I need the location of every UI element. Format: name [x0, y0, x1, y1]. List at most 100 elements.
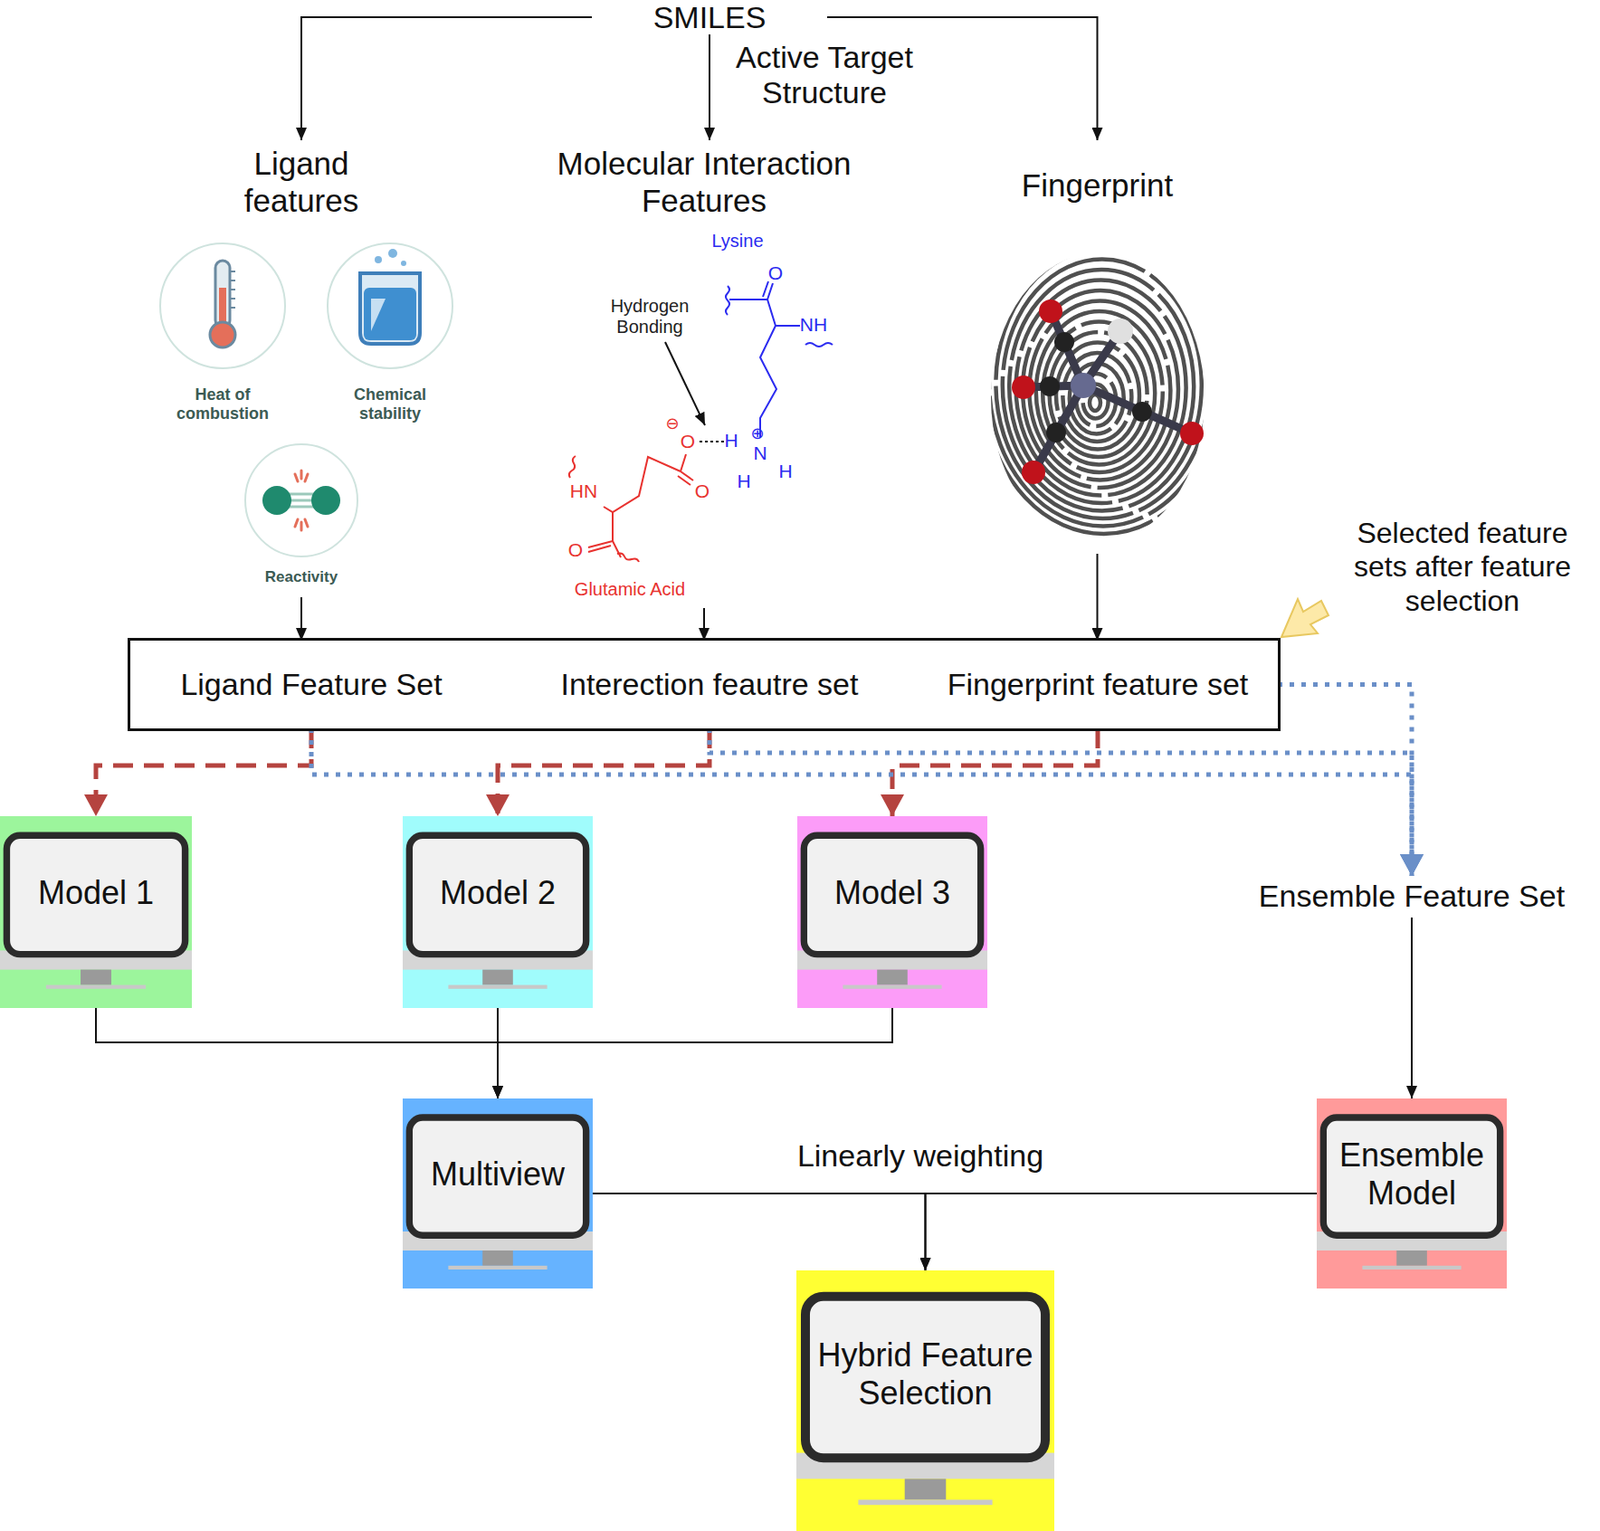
- beaker-icon-part: [388, 248, 398, 258]
- atom-label: O: [676, 430, 699, 453]
- structure-label: Glutamic Acid: [552, 579, 707, 600]
- beaker-icon-part: [360, 273, 420, 344]
- molecule-model-part: [1132, 401, 1153, 422]
- monitor-screen: [1323, 1117, 1500, 1236]
- thermometer-icon-part: [160, 243, 286, 369]
- monitor-stand: [482, 1250, 514, 1267]
- monitor-stand: [482, 970, 514, 986]
- icon-caption: Chemical stability: [331, 385, 449, 423]
- molecule-model-part: [1054, 332, 1075, 353]
- monitor-text-area: Model 3: [810, 838, 975, 947]
- model-box: Model 3: [797, 816, 988, 1009]
- structure-label: Lysine: [692, 230, 783, 252]
- node-text: Interection feautre set: [561, 666, 859, 704]
- atom-label: O: [761, 262, 790, 285]
- thermometer-icon-part: [215, 260, 230, 328]
- monitor-base: [447, 985, 547, 990]
- monitor-screen: [6, 835, 185, 954]
- molecule-model-part: [1011, 375, 1036, 400]
- beaker-icon-part: [371, 298, 386, 332]
- molecule-model-part: [1039, 376, 1060, 397]
- model-box: Hybrid Feature Selection: [796, 1270, 1055, 1531]
- beaker-icon-part: [374, 256, 382, 264]
- glutamic-acid-structure-part: [677, 454, 694, 486]
- monitor-stand: [904, 1478, 947, 1500]
- node-ground: [0, 816, 192, 1009]
- monitor-stand: [1396, 1250, 1428, 1267]
- edge-label: Active Target Structure: [719, 39, 930, 111]
- monitor-icon: [402, 1098, 593, 1289]
- fingerprint-image-part: [1089, 394, 1101, 411]
- node-text: Molecular Interaction Features: [514, 145, 895, 220]
- text-node: Molecular Interaction Features: [514, 140, 895, 609]
- molecule-model-part: [1023, 311, 1192, 473]
- glutamic-acid-structure-part: [603, 457, 681, 513]
- icon-caption: Reactivity: [242, 568, 361, 587]
- glutamic-acid-structure: [569, 454, 694, 562]
- lysine-structure-part: [760, 325, 777, 439]
- node-ground: [402, 1098, 593, 1289]
- lysine-structure-part: [805, 342, 833, 347]
- monitor-screen: [805, 1296, 1046, 1459]
- node-ground: [797, 816, 988, 1009]
- node-text: Model 3: [834, 874, 951, 913]
- connector: [1410, 917, 1413, 1099]
- molecule-model-part: [1046, 422, 1067, 443]
- edge-label: Linearly weighting: [775, 1138, 1066, 1174]
- lysine-structure-part: [762, 281, 773, 300]
- reactivity-icon-part: [262, 485, 292, 515]
- lysine-structure-part: [725, 285, 730, 315]
- node-text: SMILES: [591, 0, 828, 37]
- monitor-base: [447, 1266, 547, 1270]
- atom-label: HN: [563, 480, 604, 503]
- node-text: Fingerprint feature set: [947, 666, 1249, 704]
- text-node: Interection feautre set: [510, 640, 909, 729]
- structure-label: Hydrogen Bonding: [590, 295, 709, 338]
- hydrogen-bond: [699, 440, 727, 443]
- fingerprint-image-part: [982, 228, 1226, 534]
- molecule-model-part: [1107, 318, 1134, 344]
- feature-set-box: Selected feature sets after feature sele…: [127, 638, 1281, 732]
- reactivity-icon-part: [311, 485, 341, 515]
- node-text: Ligand features: [206, 145, 397, 220]
- glutamic-acid-structure-part: [588, 512, 613, 553]
- beaker-icon-part: [400, 260, 407, 267]
- monitor-screen: [803, 835, 981, 954]
- lysine-structure: [725, 281, 833, 439]
- monitor-screen: [409, 835, 586, 954]
- connector: [592, 1193, 926, 1271]
- molecule-model-part: [1070, 372, 1096, 399]
- monitor-stand: [876, 970, 908, 986]
- leader-line: [665, 342, 705, 426]
- monitor-icon: [797, 816, 988, 1009]
- node-text: Model 1: [38, 874, 154, 913]
- monitor-base: [46, 985, 146, 990]
- monitor-base: [857, 1499, 992, 1505]
- molecule-model-part: [1038, 299, 1063, 324]
- fingerprint-image: [982, 228, 1226, 534]
- beaker-icon-part: [327, 243, 453, 369]
- thermometer-icon-part: [229, 271, 236, 308]
- thermometer-icon-part: [209, 322, 236, 348]
- reactivity-icon-part: [287, 494, 315, 507]
- node-text: Multiview: [430, 1155, 565, 1194]
- node-text: Ligand Feature Set: [180, 666, 442, 704]
- monitor-base: [1361, 1266, 1461, 1270]
- monitor-text-area: Model 2: [416, 838, 581, 947]
- node-text: Fingerprint: [980, 167, 1215, 205]
- molecule-model-part: [1021, 460, 1046, 485]
- connector: [95, 728, 312, 817]
- text-node: Fingerprint: [980, 140, 1215, 554]
- connector: [925, 1193, 1318, 1271]
- monitor-icon: [0, 816, 192, 1009]
- glutamic-acid-structure-part: [612, 541, 639, 562]
- text-node: Ensemble Feature Set: [1238, 876, 1585, 918]
- fingerprint-image-part: [989, 238, 1218, 527]
- node-text: Model 2: [439, 874, 556, 913]
- node-text: Selected feature sets after feature sele…: [1327, 516, 1598, 619]
- reactivity-icon-part: [295, 470, 308, 531]
- monitor-text-area: Model 1: [13, 838, 179, 947]
- monitor-text-area: Multiview: [416, 1121, 581, 1229]
